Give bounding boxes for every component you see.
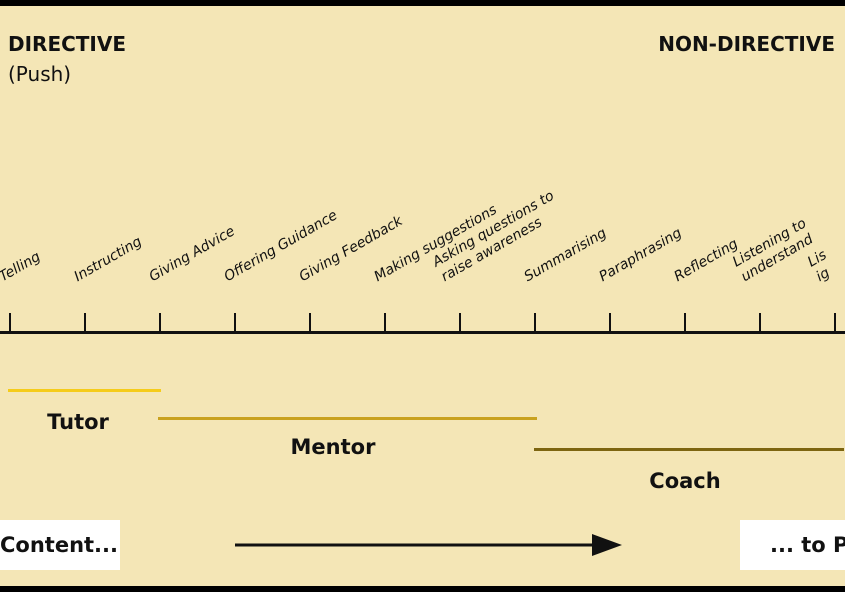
skill-label-line: Instructing xyxy=(71,233,145,286)
skill-label: Instructing xyxy=(72,234,146,286)
content-label: Content... xyxy=(0,533,118,557)
progress-arrow xyxy=(235,534,622,556)
axis-tick xyxy=(159,313,161,333)
axis-tick xyxy=(84,313,86,333)
process-label: ... to P xyxy=(770,533,845,557)
top-border xyxy=(0,0,845,6)
axis-tick xyxy=(384,313,386,333)
axis-tick xyxy=(609,313,611,333)
skill-label: Reflecting xyxy=(672,236,742,286)
mentor-line xyxy=(158,417,537,420)
non-directive-title: NON-DIRECTIVE xyxy=(658,32,835,56)
axis-tick xyxy=(9,313,11,333)
skill-label-line: Telling xyxy=(0,248,44,286)
axis-tick xyxy=(684,313,686,333)
axis-tick xyxy=(534,313,536,333)
mentor-label: Mentor xyxy=(290,435,376,459)
axis-tick xyxy=(459,313,461,333)
coach-label: Coach xyxy=(649,469,721,493)
arrow-head-icon xyxy=(592,534,622,556)
directive-subtitle: (Push) xyxy=(8,62,72,86)
content-box: Content... xyxy=(0,520,120,570)
tutor-label: Tutor xyxy=(47,410,109,434)
skill-label: Paraphrasing xyxy=(597,225,686,286)
process-box: ... to P xyxy=(740,520,845,570)
skill-label-line: Paraphrasing xyxy=(596,225,685,286)
axis-tick xyxy=(834,313,836,333)
skill-label: Telling xyxy=(0,249,44,286)
coach-line xyxy=(534,448,844,451)
directive-title: DIRECTIVE xyxy=(8,32,127,56)
bottom-border xyxy=(0,586,845,592)
tutor-line xyxy=(8,389,161,392)
spectrum-axis xyxy=(0,331,845,334)
skill-label-line: Reflecting xyxy=(671,235,741,286)
axis-tick xyxy=(309,313,311,333)
axis-tick xyxy=(234,313,236,333)
axis-tick xyxy=(759,313,761,333)
